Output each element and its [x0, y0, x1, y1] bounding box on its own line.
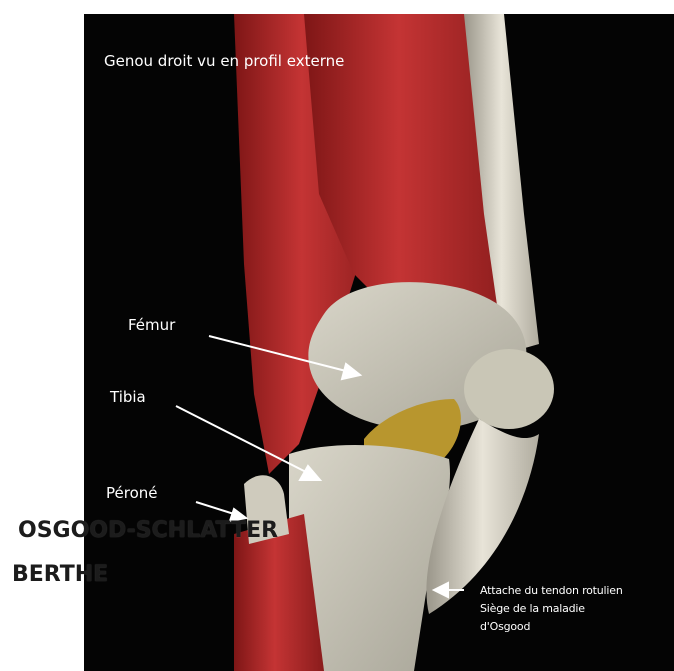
illustration-title: Genou droit vu en profil externe — [104, 52, 344, 70]
overlay-title-line-2: BERTHE — [12, 562, 108, 587]
perone-label: Péroné — [106, 484, 158, 502]
overlay-title-line-1: OSGOOD-SCHLATTER — [18, 518, 278, 543]
knee-drawing — [84, 14, 674, 671]
patella-bone — [464, 349, 554, 429]
attache-line-2: Siège de la maladie — [480, 600, 623, 618]
femur-label: Fémur — [128, 316, 175, 334]
knee-anatomy-illustration: Genou droit vu en profil externe Fémur T… — [84, 14, 674, 671]
tibia-label: Tibia — [110, 388, 146, 406]
patellar-tendon-attachment-label: Attache du tendon rotulien Siège de la m… — [480, 582, 623, 636]
attache-line-3: d'Osgood — [480, 618, 623, 636]
attache-line-1: Attache du tendon rotulien — [480, 582, 623, 600]
